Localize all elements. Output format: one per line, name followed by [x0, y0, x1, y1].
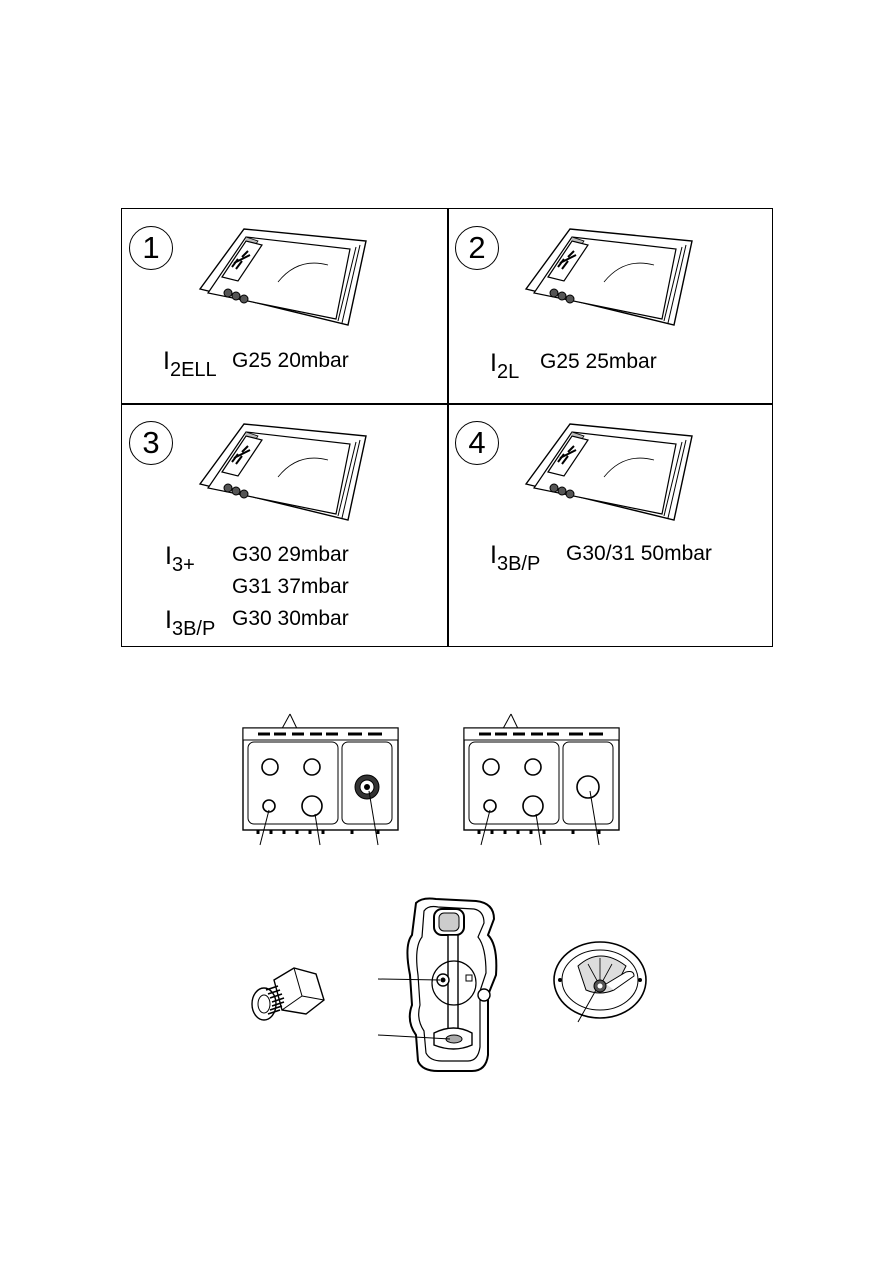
divider	[447, 209, 449, 646]
panel-number: 1	[129, 226, 173, 270]
divider	[122, 403, 772, 405]
hob-diagram-icon	[240, 712, 405, 847]
panel-2: 2 I2L G25 25mbar	[448, 209, 773, 403]
gas-pressure: G30/31 50mbar	[566, 542, 712, 565]
panel-number: 3	[129, 421, 173, 465]
panel-4: 4 I3B/P G30/31 50mbar	[448, 404, 773, 647]
gas-pressure: G31 37mbar	[232, 575, 349, 598]
gas-pressure: G25 20mbar	[232, 349, 349, 372]
panel-1: 1 I2ELL G25 20mbar	[122, 209, 447, 403]
injector-bag-icon	[524, 227, 699, 327]
panel-number: 2	[455, 226, 499, 270]
gas-conversion-table: 1 I2ELL G25 20mbar 2	[121, 208, 773, 647]
injector-bag-icon	[198, 422, 373, 522]
wok-burner-icon	[548, 936, 653, 1026]
gas-pressure: G30 29mbar	[232, 543, 349, 566]
panel-3: 3 I3+ G30 29mbar G31 37mbar I3B/P G30 30…	[122, 404, 447, 647]
injector-nut-icon	[244, 960, 329, 1030]
gas-pressure: G25 25mbar	[540, 350, 657, 373]
gas-category: I2L	[490, 349, 520, 383]
gas-category: I3B/P	[165, 606, 216, 640]
burner-base-icon	[376, 895, 506, 1080]
injector-bag-icon	[524, 422, 699, 522]
hob-diagram-icon	[461, 712, 626, 847]
panel-number: 4	[455, 421, 499, 465]
gas-category: I3B/P	[490, 541, 541, 575]
gas-category: I2ELL	[163, 347, 217, 381]
injector-bag-icon	[198, 227, 373, 327]
gas-pressure: G30 30mbar	[232, 607, 349, 630]
gas-category: I3+	[165, 542, 195, 576]
